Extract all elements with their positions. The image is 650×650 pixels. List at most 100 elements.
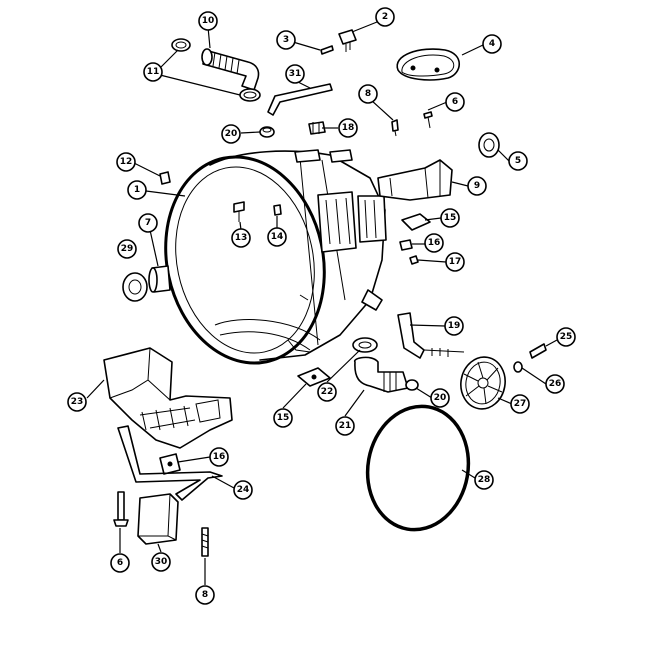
callout-31: 31 bbox=[285, 64, 305, 84]
callout-7: 7 bbox=[138, 213, 158, 233]
part-fitting-22 bbox=[352, 337, 378, 353]
callout-1-label: 1 bbox=[134, 185, 140, 195]
part-plate-15a bbox=[401, 213, 431, 231]
callout-23-label: 23 bbox=[71, 397, 84, 407]
part-outer-tub-1 bbox=[164, 149, 387, 365]
callout-26: 26 bbox=[545, 374, 565, 394]
callout-25: 25 bbox=[556, 327, 576, 347]
part-bracket-13 bbox=[233, 201, 245, 222]
part-bolt-8b bbox=[201, 527, 209, 557]
callout-3-label: 3 bbox=[283, 35, 289, 45]
callout-5: 5 bbox=[508, 151, 528, 171]
callout-16-bottom-label: 16 bbox=[213, 452, 226, 462]
part-grommet-20a bbox=[259, 126, 275, 138]
part-screw-6b bbox=[113, 491, 129, 527]
callout-11-label: 11 bbox=[147, 67, 160, 77]
callout-15-right-label: 15 bbox=[444, 213, 457, 223]
callout-6-bottom-label: 6 bbox=[117, 558, 123, 568]
callout-16-bottom: 16 bbox=[209, 447, 229, 467]
callout-15-right: 15 bbox=[440, 208, 460, 228]
callout-29: 29 bbox=[117, 239, 137, 259]
part-screw-6a bbox=[423, 111, 433, 129]
part-block-30 bbox=[137, 493, 179, 545]
callout-15-bottom: 15 bbox=[273, 408, 293, 428]
callout-28-label: 28 bbox=[478, 475, 491, 485]
callout-5-label: 5 bbox=[515, 156, 521, 166]
callout-31-label: 31 bbox=[289, 69, 302, 79]
callout-21: 21 bbox=[335, 416, 355, 436]
leader-lines bbox=[86, 21, 558, 585]
callout-8-bottom: 8 bbox=[195, 585, 215, 605]
part-switch-2 bbox=[338, 29, 357, 52]
part-belt-28 bbox=[365, 404, 471, 532]
callout-29-label: 29 bbox=[121, 244, 134, 254]
part-clip-16b bbox=[159, 453, 181, 475]
callout-20-bottom-label: 20 bbox=[434, 393, 447, 403]
callout-27: 27 bbox=[510, 394, 530, 414]
callout-8-bottom-label: 8 bbox=[202, 590, 208, 600]
callout-25-label: 25 bbox=[560, 332, 573, 342]
callout-13-label: 13 bbox=[235, 233, 248, 243]
callout-9: 9 bbox=[467, 176, 487, 196]
callout-20-top: 20 bbox=[221, 124, 241, 144]
callout-8-top: 8 bbox=[358, 84, 378, 104]
callout-24-label: 24 bbox=[237, 485, 250, 495]
callout-17-label: 17 bbox=[449, 257, 462, 267]
callout-20-top-label: 20 bbox=[225, 129, 238, 139]
part-bolt-8a bbox=[391, 119, 399, 137]
part-clip-18a bbox=[308, 121, 326, 135]
callout-22-label: 22 bbox=[321, 387, 334, 397]
part-drain-hose-21 bbox=[354, 356, 409, 393]
callout-19-label: 19 bbox=[448, 321, 461, 331]
callout-16-right: 16 bbox=[424, 233, 444, 253]
callout-3: 3 bbox=[276, 30, 296, 50]
callout-15-bottom-label: 15 bbox=[277, 413, 290, 423]
part-bushing-7 bbox=[148, 265, 171, 293]
callout-13: 13 bbox=[231, 228, 251, 248]
callout-26-label: 26 bbox=[549, 379, 562, 389]
part-seal-29 bbox=[122, 272, 148, 302]
callout-30: 30 bbox=[151, 552, 171, 572]
callout-28: 28 bbox=[474, 470, 494, 490]
part-hose-10 bbox=[201, 48, 260, 91]
callout-10-label: 10 bbox=[202, 16, 215, 26]
callout-18-top: 18 bbox=[338, 118, 358, 138]
part-clip-14 bbox=[273, 204, 282, 216]
callout-24: 24 bbox=[233, 480, 253, 500]
part-clip-16a bbox=[399, 239, 413, 251]
callout-17: 17 bbox=[445, 252, 465, 272]
callout-1: 1 bbox=[127, 180, 147, 200]
callout-14-label: 14 bbox=[271, 232, 284, 242]
part-washer-26 bbox=[513, 361, 523, 373]
callout-6-top: 6 bbox=[445, 92, 465, 112]
part-duct-9 bbox=[377, 159, 453, 201]
callout-7-label: 7 bbox=[145, 218, 151, 228]
callout-22: 22 bbox=[317, 382, 337, 402]
part-screw-3 bbox=[320, 45, 334, 55]
part-bolt-25 bbox=[529, 343, 547, 359]
callout-2-label: 2 bbox=[382, 12, 388, 22]
part-screw-17 bbox=[409, 255, 419, 265]
callout-16-right-label: 16 bbox=[428, 238, 441, 248]
callout-18-top-label: 18 bbox=[342, 123, 355, 133]
callout-19: 19 bbox=[444, 316, 464, 336]
part-strap-24 bbox=[117, 425, 223, 501]
part-grommet-20b bbox=[405, 379, 419, 391]
callout-27-label: 27 bbox=[514, 399, 527, 409]
callout-12: 12 bbox=[116, 152, 136, 172]
part-clamp-11a bbox=[171, 38, 191, 52]
callout-2: 2 bbox=[375, 7, 395, 27]
part-rod-31 bbox=[267, 83, 333, 116]
part-wire-harness-4 bbox=[396, 48, 461, 81]
callout-14: 14 bbox=[267, 227, 287, 247]
callout-10: 10 bbox=[198, 11, 218, 31]
callout-23: 23 bbox=[67, 392, 87, 412]
part-pulley-27 bbox=[460, 356, 506, 410]
callout-30-label: 30 bbox=[155, 557, 168, 567]
part-air-duct-23 bbox=[103, 347, 233, 449]
callout-4: 4 bbox=[482, 34, 502, 54]
callout-11: 11 bbox=[143, 62, 163, 82]
callout-21-label: 21 bbox=[339, 421, 352, 431]
part-clip-12 bbox=[159, 171, 171, 185]
